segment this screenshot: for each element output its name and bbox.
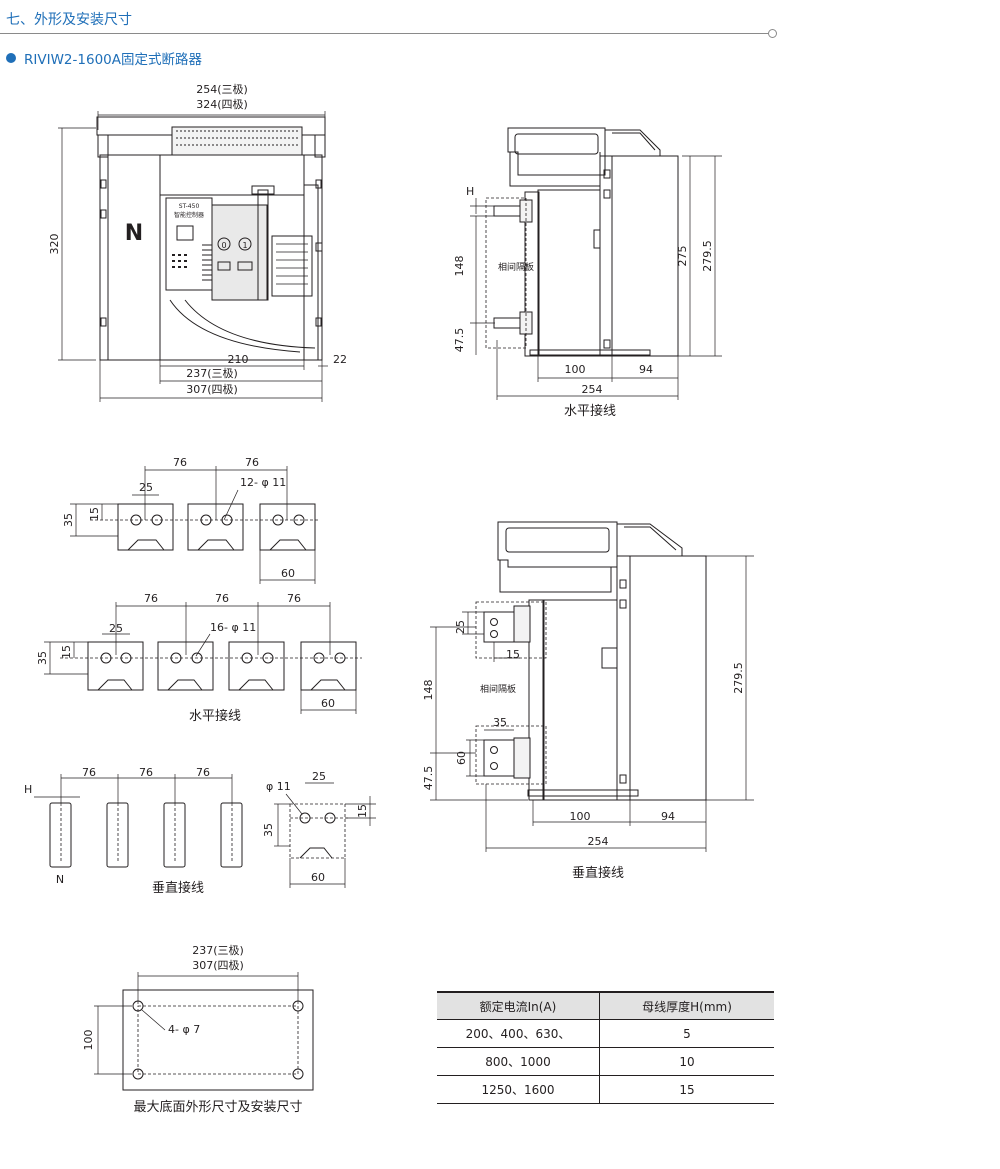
vertical-terminals: H 76 76 76 N 垂直接线 φ 11 25 35	[24, 766, 376, 896]
table-cell: 200、400、630、	[437, 1019, 600, 1048]
base-caption: 最大底面外形尺寸及安装尺寸	[133, 1099, 302, 1115]
side-v-35: 35	[493, 716, 507, 729]
base-view: 237(三极) 307(四极) 4- φ 7 100 最大底面外形尺寸及安装尺寸	[82, 943, 314, 1115]
nameplate-lines	[276, 243, 308, 285]
side-h-47-5: 47.5	[453, 328, 466, 353]
vt-pitch-2: 76	[139, 766, 153, 779]
t4-dim-15: 15	[60, 645, 73, 659]
vt-detail-hole: φ 11	[266, 780, 291, 793]
breaker-subtitle: RIVIW2-1600A固定式断路器	[6, 48, 202, 68]
t4-pitch-3: 76	[287, 592, 301, 605]
t3-holes: 12- φ 11	[240, 476, 286, 489]
section-rule	[0, 33, 770, 34]
t4-dim-25: 25	[109, 622, 123, 635]
t4-dim-35: 35	[36, 651, 49, 665]
t4-holes: 16- φ 11	[210, 621, 256, 634]
vt-h-label: H	[24, 783, 32, 796]
arc-chute-vents	[176, 130, 298, 146]
side-v-47-5: 47.5	[422, 766, 435, 791]
table-header-row: 额定电流In(A) 母线厚度H(mm)	[437, 991, 774, 1020]
vt-detail-35: 35	[262, 823, 275, 837]
t4-caption: 水平接线	[189, 708, 241, 724]
table-row: 800、1000 10	[437, 1047, 774, 1076]
table-cell: 10	[599, 1047, 774, 1076]
t3-pitch-1: 76	[173, 456, 187, 469]
side-h-h-label: H	[466, 185, 474, 198]
side-h-94: 94	[639, 363, 653, 376]
busbar-thickness-table: 额定电流In(A) 母线厚度H(mm) 200、400、630、 5 800、1…	[437, 991, 774, 1104]
t3-dim-25: 25	[139, 481, 153, 494]
vt-n-label: N	[56, 873, 64, 886]
table-cell: 5	[599, 1019, 774, 1048]
table-header-thickness: 母线厚度H(mm)	[599, 991, 774, 1020]
front-view: 254(三极) 324(四极) N ST-450 智能控制器	[48, 82, 347, 402]
table-row: 1250、1600 15	[437, 1075, 774, 1104]
rule-end-circle	[768, 29, 777, 38]
front-width-3p: 254(三极)	[196, 82, 248, 96]
front-height: 320	[48, 234, 61, 255]
base-width-4p: 307(四极)	[192, 958, 244, 972]
side-v-60: 60	[455, 751, 468, 765]
breaker-subtitle-text: RIVIW2-1600A固定式断路器	[24, 52, 202, 68]
panel-stripes	[202, 244, 212, 281]
t3-pitch-2: 76	[245, 456, 259, 469]
vt-detail-25: 25	[312, 770, 326, 783]
side-h-100: 100	[565, 363, 586, 376]
t3-dim-60: 60	[281, 567, 295, 580]
controller-buttons	[172, 254, 187, 268]
table-header-current: 额定电流In(A)	[437, 991, 600, 1020]
svg-text:0: 0	[221, 241, 226, 250]
front-width-4p: 324(四极)	[196, 97, 248, 111]
side-h-254: 254	[582, 383, 603, 396]
t3-dim-15: 15	[88, 507, 101, 521]
front-bottom-4p: 307(四极)	[186, 382, 238, 396]
table-cell: 15	[599, 1075, 774, 1104]
side-v-94: 94	[661, 810, 675, 823]
bullet-icon	[6, 53, 16, 63]
side-h-partition: 相间隔板	[498, 261, 534, 273]
t4-pitch-1: 76	[144, 592, 158, 605]
vt-caption: 垂直接线	[152, 880, 204, 896]
front-bottom-210: 210	[228, 353, 249, 366]
t4-dim-60: 60	[321, 697, 335, 710]
front-bottom-3p: 237(三极)	[186, 366, 238, 380]
table-cell: 1250、1600	[437, 1075, 600, 1104]
base-width-3p: 237(三极)	[192, 943, 244, 957]
terminal-layout-3p: 76 76 25 12- φ 11 35 15 60	[62, 456, 320, 584]
side-v-15: 15	[506, 648, 520, 661]
table-row: 200、400、630、 5	[437, 1019, 774, 1048]
section-title: 七、外形及安装尺寸	[6, 12, 132, 28]
t3-dim-35: 35	[62, 513, 75, 527]
vt-detail-15: 15	[356, 804, 369, 818]
vt-detail-60: 60	[311, 871, 325, 884]
svg-text:1: 1	[242, 241, 247, 250]
vt-pitch-3: 76	[196, 766, 210, 779]
side-v-148: 148	[422, 680, 435, 701]
base-100: 100	[82, 1030, 95, 1051]
side-v-caption: 垂直接线	[572, 865, 624, 881]
side-view-horizontal: H 148 47.5 相间隔板 275 279.5 100 94 254 水平接…	[453, 127, 722, 419]
controller-name: ST-450	[179, 203, 200, 210]
terminal-layout-4p: 76 76 76 25 16- φ 11 35 15 60 水平接线	[36, 592, 362, 724]
table-cell: 800、1000	[437, 1047, 600, 1076]
vt-pitch-1: 76	[82, 766, 96, 779]
side-v-100: 100	[570, 810, 591, 823]
side-view-vertical: 25 15 相间隔板 35 60 148 47.5 279.5	[422, 521, 754, 881]
side-h-279-5: 279.5	[701, 240, 714, 272]
side-h-275: 275	[676, 246, 689, 267]
side-h-caption: 水平接线	[564, 403, 616, 419]
front-n-label: N	[125, 221, 143, 246]
side-v-partition: 相间隔板	[480, 683, 516, 695]
front-bottom-22: 22	[333, 353, 347, 366]
base-holes: 4- φ 7	[168, 1023, 200, 1036]
side-v-279-5: 279.5	[732, 662, 745, 694]
side-h-148: 148	[453, 256, 466, 277]
t4-pitch-2: 76	[215, 592, 229, 605]
controller-subname: 智能控制器	[174, 211, 204, 219]
side-v-254: 254	[588, 835, 609, 848]
